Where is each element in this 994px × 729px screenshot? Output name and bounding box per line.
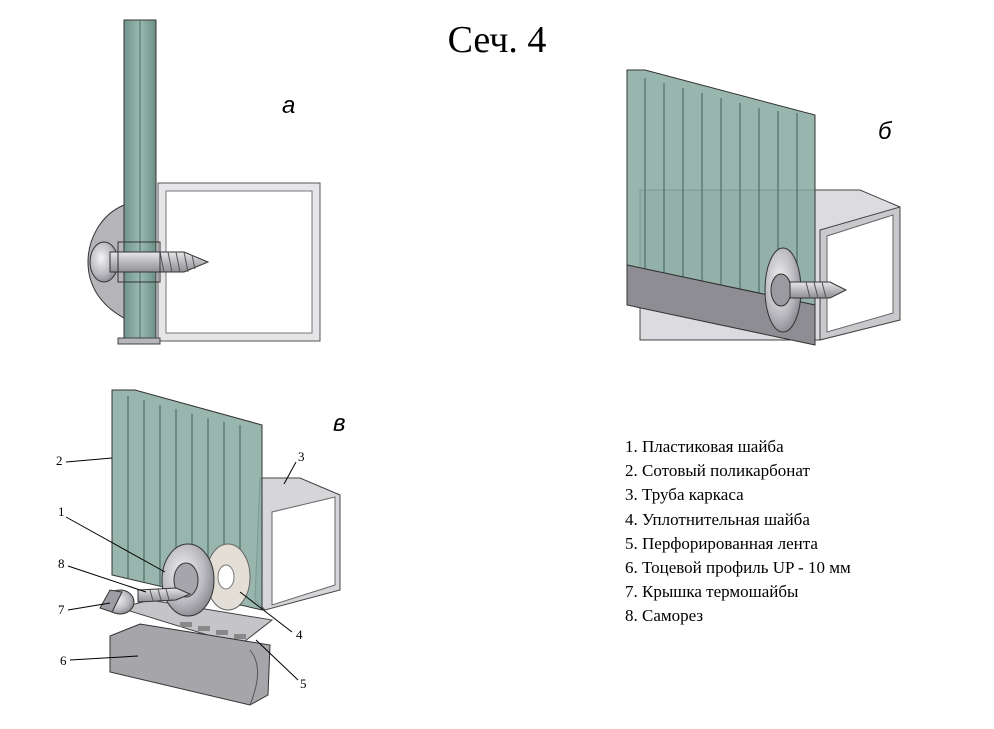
callout-1: 1 <box>58 504 65 519</box>
panel-label-v: в <box>333 410 346 437</box>
callout-7: 7 <box>58 602 65 617</box>
callout-4: 4 <box>296 627 303 642</box>
panel-label-a: а <box>282 92 296 119</box>
screw <box>109 251 210 273</box>
leader-5 <box>255 639 299 681</box>
callout-6: 6 <box>60 653 67 668</box>
panel-v-exploded <box>65 389 341 706</box>
legend-item: 7. Крышка термошайбы <box>625 582 799 602</box>
panel-label-b: б <box>878 118 892 145</box>
callout-3: 3 <box>298 449 305 464</box>
leader-8 <box>67 565 147 593</box>
legend-item: 6. Тоцевой профиль UP - 10 мм <box>625 557 851 577</box>
parts-legend: 1. Пластиковая шайба 2. Сотовый поликарб… <box>625 435 851 629</box>
leader-7 <box>67 602 111 611</box>
end-profile <box>109 623 271 706</box>
screw <box>789 281 848 299</box>
end-profile <box>117 337 161 345</box>
legend-item: 8. Саморез <box>625 606 704 626</box>
leader-6 <box>69 655 139 661</box>
panel-b-assembly <box>626 69 901 346</box>
callout-5: 5 <box>300 676 307 691</box>
leader-4 <box>239 591 293 633</box>
callout-2: 2 <box>56 453 63 468</box>
legend-item: 4. Уплотнительная шайба <box>625 509 810 529</box>
end-profile <box>626 264 816 346</box>
leader-3 <box>283 461 297 485</box>
section-title: Сеч. 4 <box>447 19 547 61</box>
legend-item: 3. Труба каркаса <box>625 485 744 505</box>
screw <box>137 587 192 603</box>
leader-2 <box>65 457 113 463</box>
legend-item: 1. Пластиковая шайба <box>625 437 784 456</box>
legend-item: 2. Сотовый поликарбонат <box>625 461 810 481</box>
legend-item: 5. Перфорированная лента <box>625 533 818 553</box>
panel-a-section <box>87 19 321 345</box>
perforated-tape <box>118 599 274 646</box>
callout-8: 8 <box>58 556 65 571</box>
leader-1 <box>65 516 166 573</box>
